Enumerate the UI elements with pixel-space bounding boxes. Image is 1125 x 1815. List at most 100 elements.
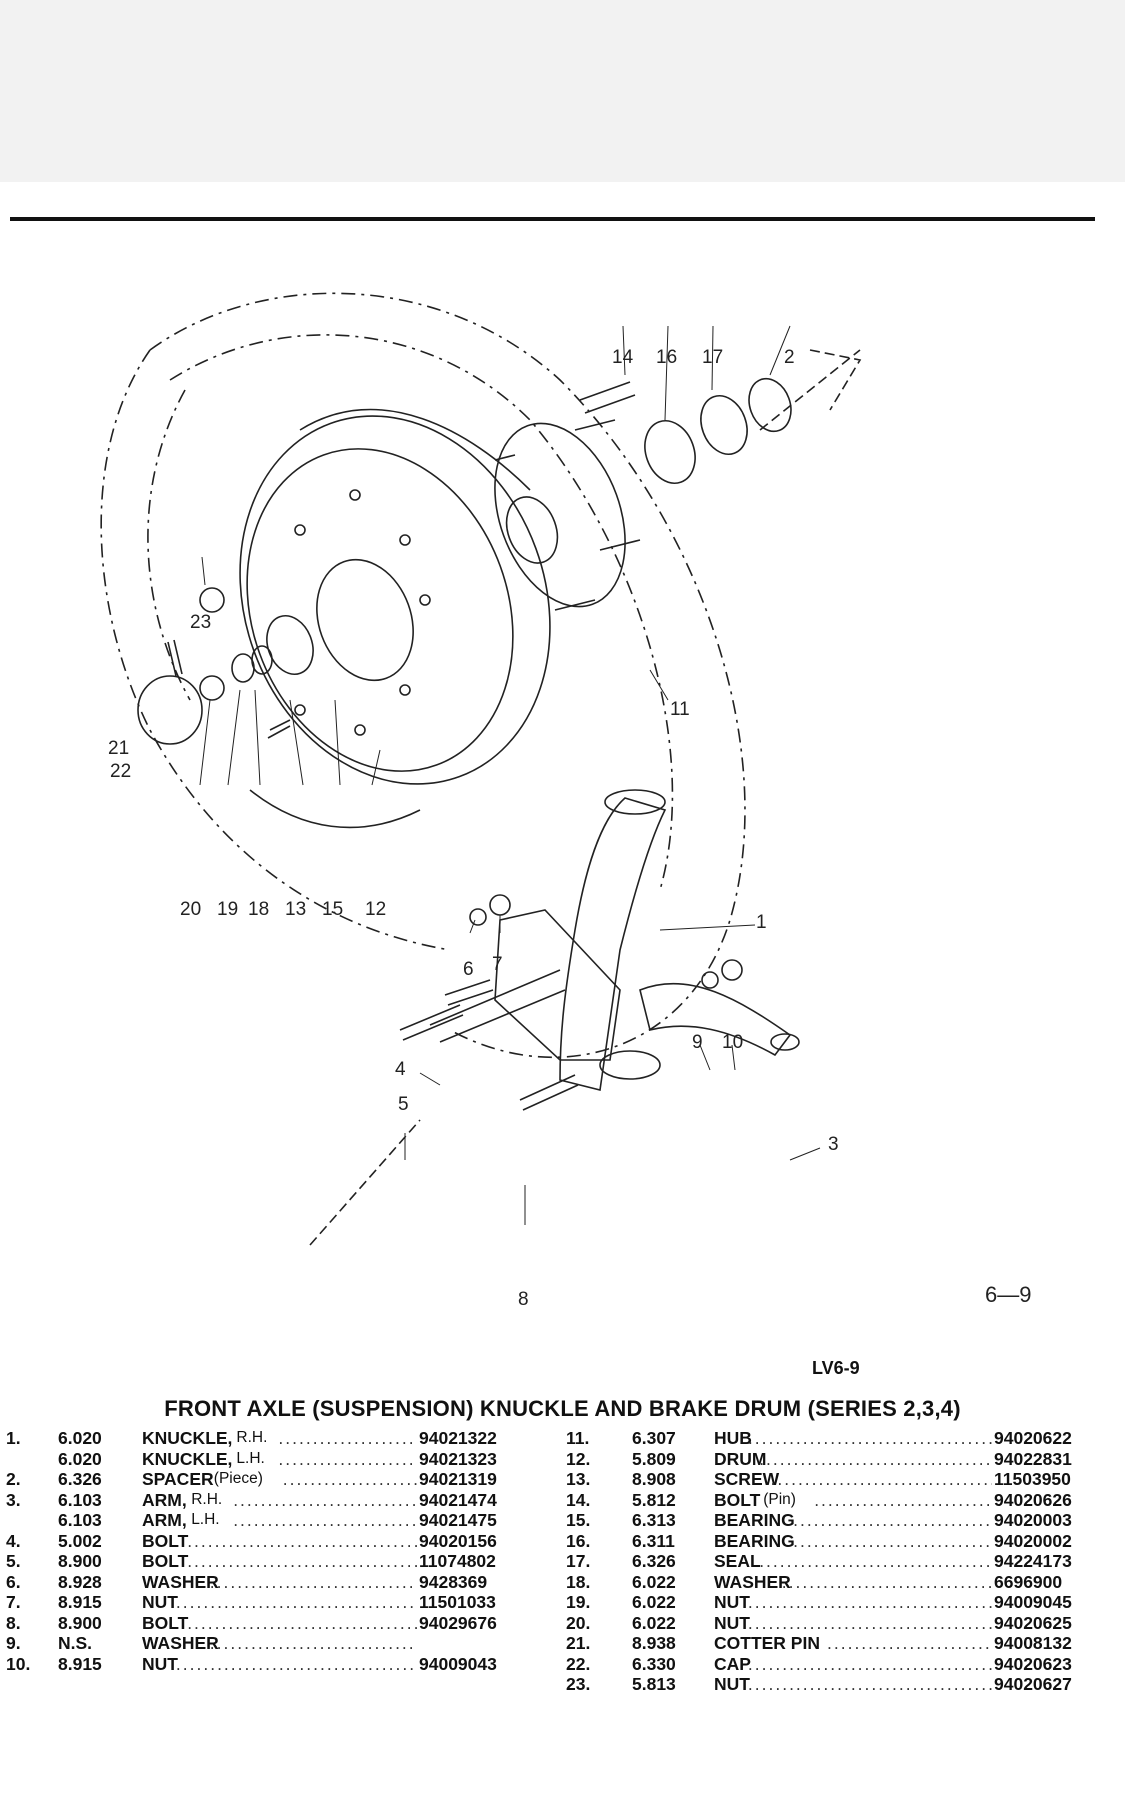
exploded-parts-diagram: 14 16 17 2 11 23 21 22 20 19 18 13 15 12…: [0, 230, 1125, 1360]
ref-code: 5.002: [58, 1530, 102, 1551]
ref-code: 6.311: [632, 1530, 675, 1551]
spindle: [429, 969, 566, 1043]
part-number: 94021323: [419, 1448, 497, 1469]
part-name: BEARING: [714, 1530, 795, 1551]
part-number: 94021322: [419, 1428, 497, 1448]
part-name: CAP: [714, 1653, 751, 1674]
part-number: 11501033: [419, 1592, 496, 1612]
ref-code: 5.812: [632, 1489, 676, 1510]
ref-code: 8.908: [632, 1469, 676, 1489]
ref-code: 5.813: [632, 1674, 676, 1694]
part-number: 94008132: [994, 1633, 1072, 1653]
ref-code: 8.928: [58, 1571, 102, 1592]
seal-17: [700, 395, 748, 455]
part-name: WASHER: [142, 1633, 219, 1653]
arm-eye: [770, 1033, 800, 1051]
part-name: BOLT: [142, 1551, 189, 1571]
hub-bore: [505, 496, 559, 564]
item-number: 3.: [6, 1489, 21, 1510]
ref-code: 6.103: [58, 1510, 102, 1530]
part-number: 94009045: [994, 1592, 1072, 1612]
part-number: 6696900: [994, 1571, 1063, 1592]
part-qualifier: L.H.: [191, 1511, 220, 1528]
ref-code: 8.938: [632, 1633, 676, 1653]
callout-14: 14: [612, 347, 634, 368]
item-number: 7.: [6, 1592, 21, 1612]
ref-code: 8.900: [58, 1551, 102, 1571]
callout-11: 11: [670, 699, 690, 720]
part-number: 94029676: [419, 1612, 497, 1633]
steering-arm-3: [639, 982, 792, 1057]
part-number: 94020627: [994, 1674, 1072, 1694]
part-number: 94020623: [994, 1653, 1072, 1674]
callout-18: 18: [248, 899, 269, 920]
part-qualifier: R.H.: [191, 1490, 223, 1508]
dot-leader: ........................................…: [175, 1653, 417, 1674]
part-number: 94224173: [994, 1551, 1072, 1571]
parts-row: 9. N.S. WASHER............................…: [6, 1633, 526, 1654]
dot-leader: ........................................…: [759, 1551, 992, 1571]
parts-list-title: FRONT AXLE (SUSPENSION) KNUCKLE AND BRAK…: [164, 1396, 961, 1421]
part-name: WASHER: [714, 1571, 791, 1592]
header-rule: [10, 217, 1095, 221]
ref-code: 6.103: [58, 1489, 102, 1510]
dot-leader: ........................................…: [747, 1592, 992, 1612]
dot-leader: ........................................…: [793, 1510, 992, 1530]
item-number: 18.: [566, 1571, 591, 1592]
item-number: 23.: [566, 1674, 591, 1694]
diagram-svg: 14 16 17 2 11 23 21 22 20 19 18 13 15 12…: [100, 292, 862, 1310]
ref-code: 6.020: [58, 1428, 102, 1448]
bolt-4: [444, 979, 494, 1006]
item-number: 10.: [6, 1653, 31, 1674]
item-number: 21.: [566, 1633, 591, 1653]
part-qualifier: R.H.: [236, 1429, 268, 1446]
dot-leader: ........................................…: [278, 1448, 417, 1469]
ref-code: N.S.: [58, 1633, 93, 1653]
callout-9: 9: [692, 1032, 703, 1053]
dot-leader: ........................................…: [175, 1592, 417, 1612]
item-number: 14.: [566, 1489, 591, 1510]
dot-leader: ........................................…: [187, 1530, 417, 1551]
item-number: 11.: [566, 1428, 590, 1448]
dot-leader: ........................................…: [209, 1633, 417, 1653]
part-number: 94020626: [994, 1489, 1072, 1510]
ref-code: 8.915: [58, 1653, 102, 1674]
part-number: 94021474: [419, 1489, 497, 1510]
part-name: BEARING: [714, 1510, 795, 1530]
cap-22: [137, 675, 203, 745]
washer-9: [701, 971, 719, 989]
part-name: KNUCKLE,: [142, 1448, 233, 1469]
part-qualifier: (Pin): [763, 1490, 796, 1508]
callout-21: 21: [108, 738, 129, 759]
callout-2: 2: [784, 347, 795, 368]
nut-10: [721, 959, 743, 981]
dot-leader: ........................................…: [747, 1612, 992, 1633]
callout-12: 12: [365, 899, 386, 920]
part-number: 94020625: [994, 1612, 1072, 1633]
callout-13: 13: [285, 899, 306, 920]
item-number: 1.: [6, 1428, 21, 1448]
washer-6: [469, 908, 487, 926]
parts-row: 1.6.020KNUCKLE,R.H......................…: [6, 1428, 526, 1449]
part-name: ARM,: [142, 1510, 187, 1530]
callout-4: 4: [395, 1059, 406, 1080]
screw-13: [267, 719, 291, 739]
ref-code: 8.915: [58, 1592, 102, 1612]
dot-leader: ........................................…: [759, 1448, 992, 1469]
callout-8: 8: [518, 1289, 529, 1310]
item-number: 9.: [6, 1633, 21, 1653]
hub-studs: [494, 419, 641, 611]
item-number: 20.: [566, 1612, 591, 1633]
ref-code: 6.313: [632, 1510, 676, 1530]
